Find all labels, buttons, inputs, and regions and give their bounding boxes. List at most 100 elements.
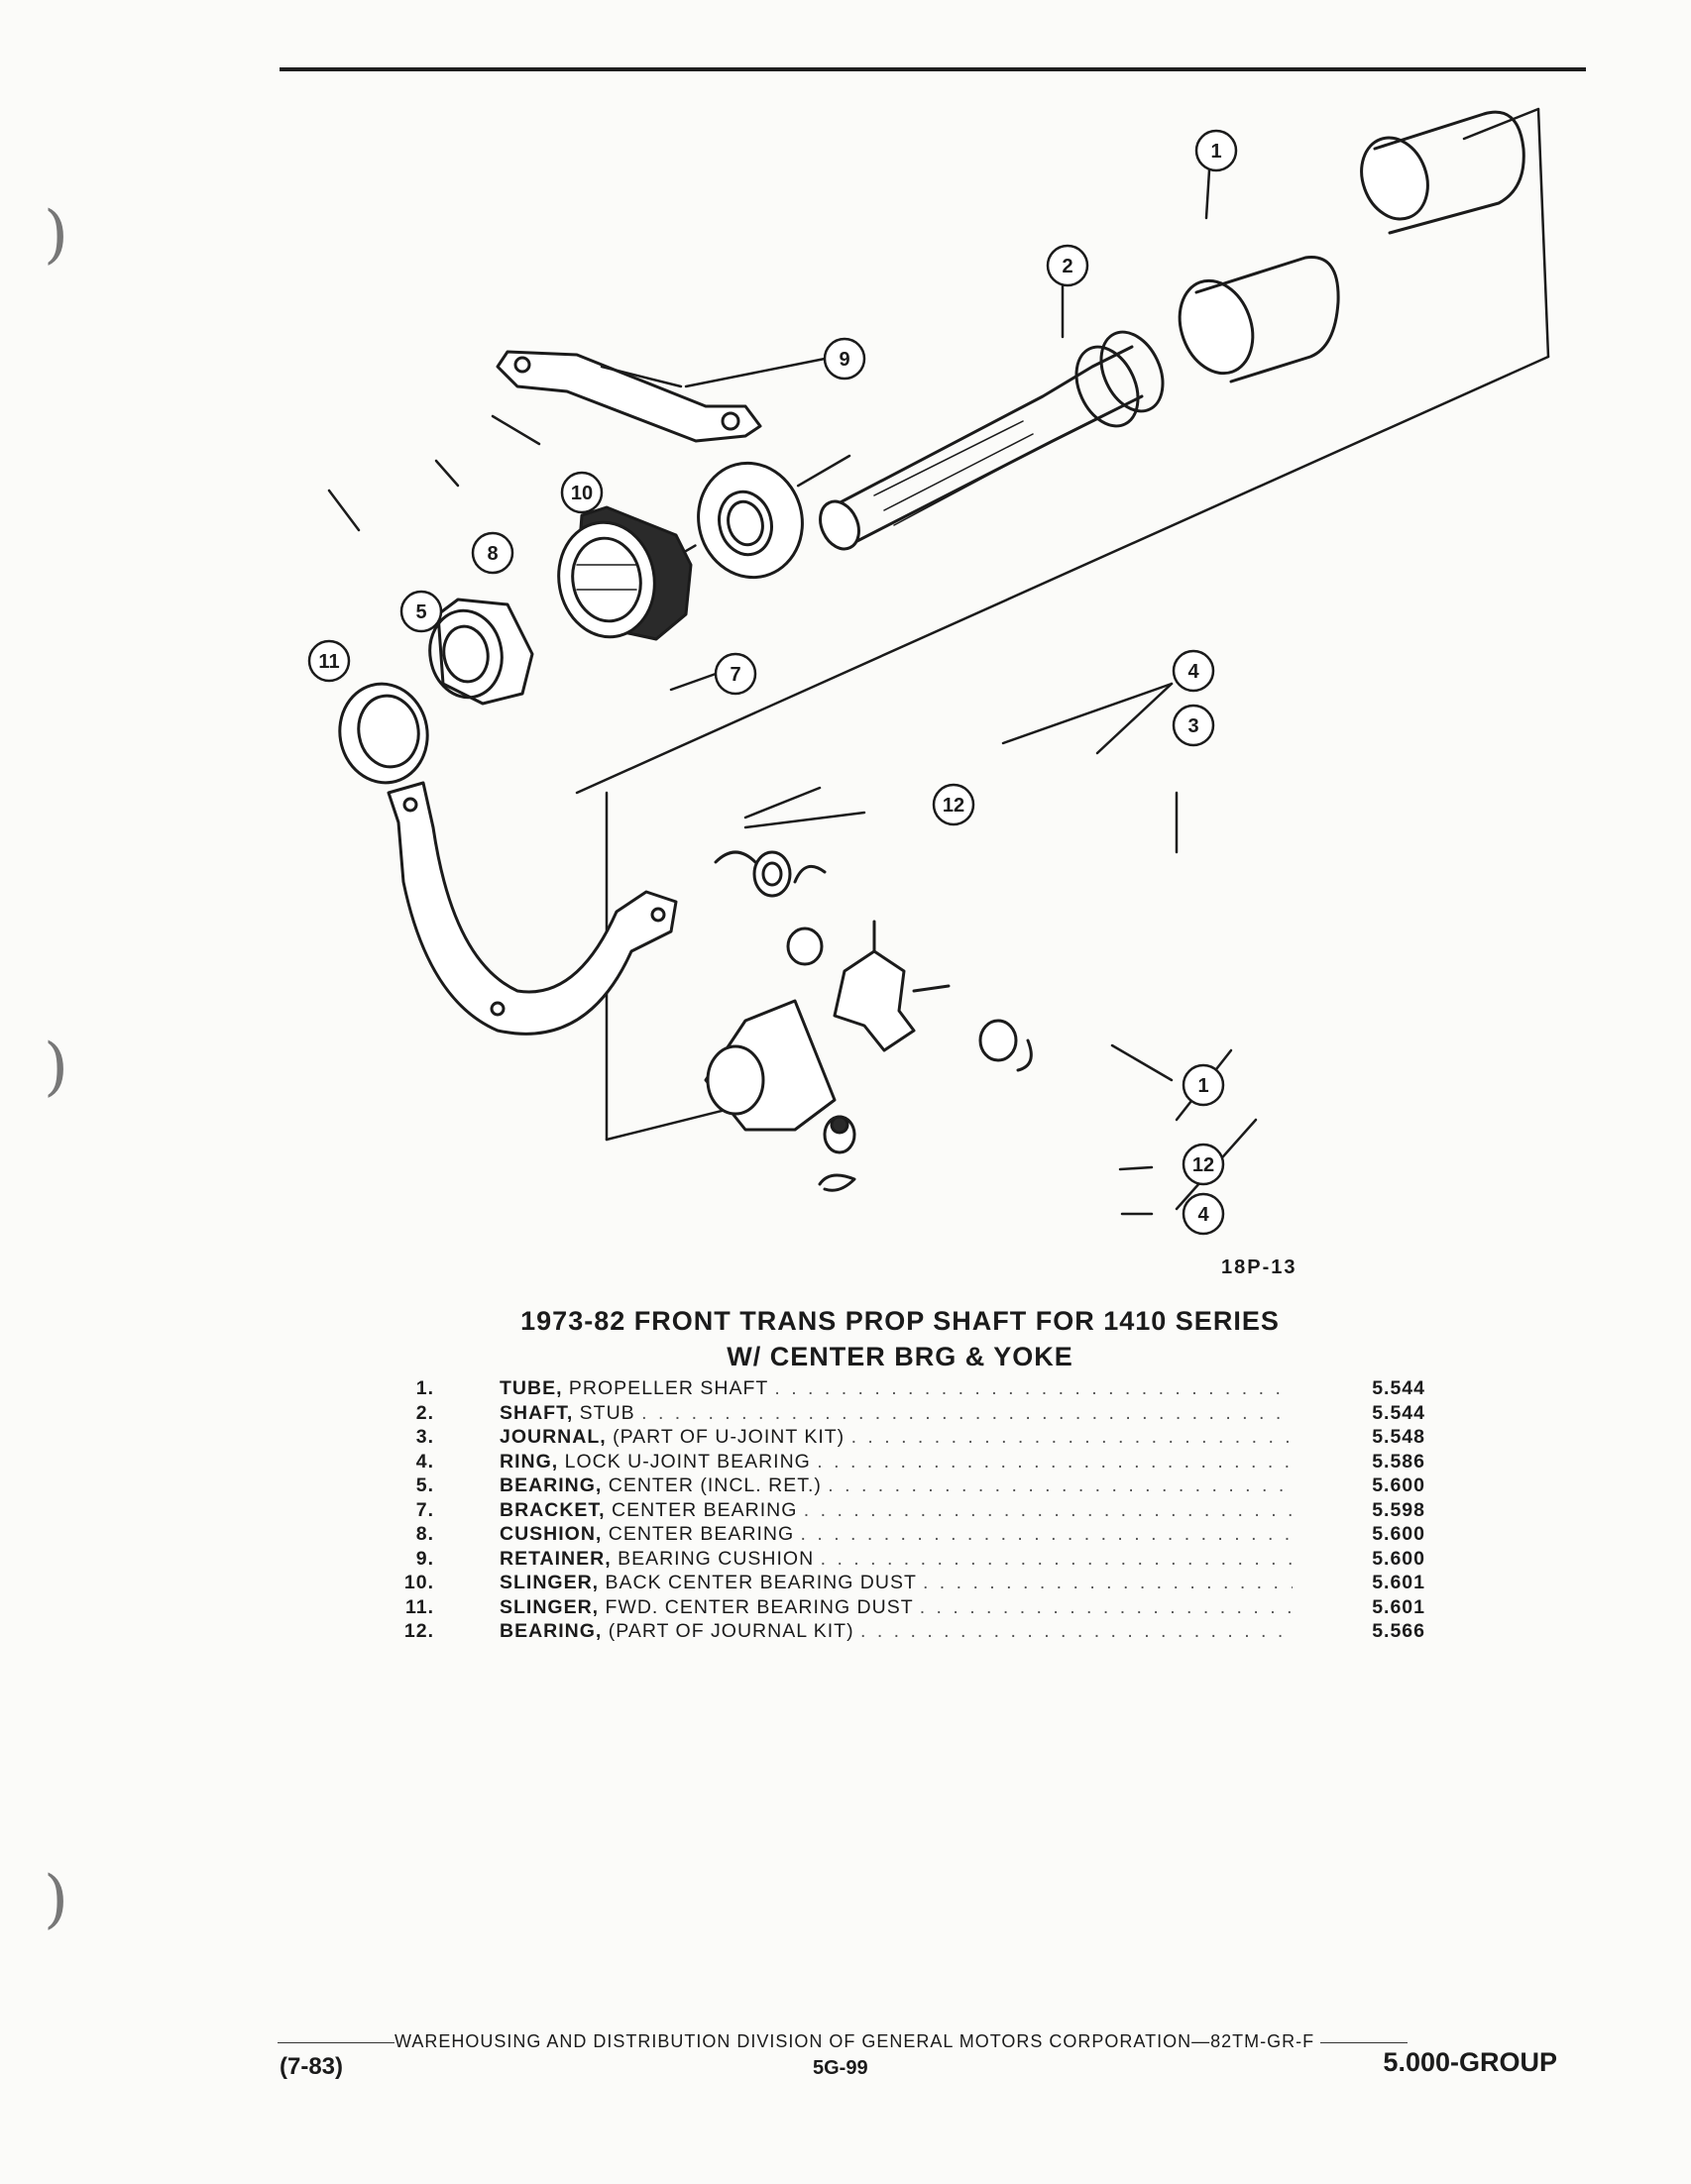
footer-division-line: WAREHOUSING AND DISTRIBUTION DIVISION OF… (278, 2031, 1590, 2052)
dot-leader: . . . . . . . . . . . . . . . . . . . . … (828, 1474, 1293, 1496)
part-name: SLINGER, (500, 1572, 600, 1593)
callout-label: 12 (943, 795, 964, 817)
parts-list-row: 9. RETAINER, BEARING CUSHION . . . . . . … (387, 1548, 1437, 1573)
part-group-number: 5.600 (1372, 1474, 1425, 1496)
part-group-number: 5.598 (1372, 1498, 1425, 1521)
part-number: 2. (415, 1401, 434, 1424)
part-description: BEARING, CENTER (INCL. RET.) . . . . . .… (500, 1474, 1293, 1497)
footer-rule-left (278, 2041, 395, 2043)
callout-label: 4 (1197, 1204, 1209, 1226)
parts-list-row: 12. BEARING, (PART OF JOURNAL KIT) . . . … (387, 1620, 1437, 1645)
part-name: SHAFT, (500, 1401, 574, 1424)
callout-label: 10 (571, 483, 593, 504)
part-name: SLINGER, (500, 1595, 600, 1618)
dot-leader: . . . . . . . . . . . . . . . . . . . . … (850, 1426, 1293, 1448)
part-detail: PROPELLER SHAFT (568, 1377, 768, 1399)
part-number: 10. (403, 1572, 434, 1593)
part-detail: BEARING CUSHION (618, 1547, 815, 1570)
dot-leader: . . . . . . . . . . . . . . . . . . . . … (803, 1498, 1293, 1521)
page-title-line-1: 1973-82 FRONT TRANS PROP SHAFT FOR 1410 … (520, 1306, 1280, 1336)
part-description: SHAFT, STUB . . . . . . . . . . . . . . … (500, 1402, 1293, 1425)
bearing-center (428, 598, 534, 706)
part-group-number: 5.566 (1372, 1620, 1425, 1642)
part-number: 9. (415, 1547, 434, 1570)
footer-division: WAREHOUSING AND DISTRIBUTION DIVISION OF… (395, 2031, 1315, 2051)
cushion-center-bearing (557, 505, 693, 641)
part-description: BEARING, (PART OF JOURNAL KIT) . . . . .… (500, 1620, 1293, 1643)
part-detail: BACK CENTER BEARING DUST (605, 1572, 917, 1593)
part-description: RING, LOCK U-JOINT BEARING . . . . . . .… (500, 1451, 1293, 1474)
footer-group: 5.000-GROUP (1383, 2047, 1557, 2077)
part-detail: CENTER (INCL. RET.) (608, 1474, 822, 1496)
callout-label: 12 (1192, 1154, 1214, 1176)
callout-label: 11 (318, 651, 339, 673)
dot-leader: . . . . . . . . . . . . . . . . . . . . … (800, 1523, 1293, 1545)
part-number: 1. (415, 1377, 434, 1399)
parts-list-row: 1. TUBE, PROPELLER SHAFT . . . . . . . . … (387, 1377, 1437, 1402)
part-number: 8. (415, 1523, 434, 1545)
part-description: JOURNAL, (PART OF U-JOINT KIT) . . . . .… (500, 1426, 1293, 1449)
dot-leader: . . . . . . . . . . . . . . . . . . . . … (860, 1620, 1293, 1642)
parts-list-row: 7. BRACKET, CENTER BEARING . . . . . . . … (387, 1499, 1437, 1524)
part-group-number: 5.601 (1372, 1572, 1425, 1593)
part-group-number: 5.544 (1372, 1401, 1425, 1424)
part-group-number: 5.586 (1372, 1450, 1425, 1473)
part-name: TUBE, (500, 1377, 563, 1399)
parts-list-row: 5.BEARING, CENTER (INCL. RET.) . . . . .… (387, 1474, 1437, 1499)
callout-label: 4 (1187, 661, 1199, 683)
part-group-number: 5.600 (1372, 1547, 1425, 1570)
binder-hole-mark: ) (44, 1863, 68, 1936)
part-detail: CENTER BEARING (608, 1523, 795, 1545)
figure-code: 18P-13 (1221, 1256, 1297, 1278)
part-detail: CENTER BEARING (612, 1498, 798, 1521)
dot-leader: . . . . . . . . . . . . . . . . . . . . … (774, 1377, 1293, 1399)
part-description: CUSHION, CENTER BEARING . . . . . . . . … (500, 1523, 1293, 1546)
slinger-forward (338, 682, 429, 785)
parts-list: 1. TUBE, PROPELLER SHAFT . . . . . . . . … (387, 1377, 1437, 1645)
page-title-line-2: W/ CENTER BRG & YOKE (727, 1342, 1073, 1371)
part-group-number: 5.600 (1372, 1523, 1425, 1545)
callout-label: 1 (1197, 1075, 1208, 1097)
dot-leader: . . . . . . . . . . . . . . . . . . . . … (641, 1401, 1293, 1424)
part-name: RETAINER, (500, 1547, 612, 1570)
part-description: RETAINER, BEARING CUSHION . . . . . . . … (500, 1548, 1293, 1571)
binder-hole-mark: ) (44, 1031, 68, 1104)
footer-rule-right (1320, 2041, 1409, 2043)
callout-circles (307, 129, 1238, 1236)
shaft-stub (819, 330, 1165, 551)
footer-page-number: 5G-99 (813, 2057, 868, 2079)
binder-hole-mark: ) (44, 198, 68, 272)
slinger-back (697, 461, 804, 580)
callout-label: 8 (487, 543, 498, 565)
callout-label: 2 (1062, 256, 1072, 277)
part-name: BEARING, (500, 1620, 603, 1642)
part-group-number: 5.548 (1372, 1426, 1425, 1448)
parts-list-row: 4.RING, LOCK U-JOINT BEARING . . . . . .… (387, 1451, 1437, 1475)
part-name: BEARING, (500, 1474, 603, 1496)
callout-label: 3 (1187, 715, 1198, 737)
tube-propeller-shaft (1178, 110, 1525, 383)
callout-label: 1 (1210, 141, 1221, 163)
part-name: JOURNAL, (500, 1426, 607, 1448)
footer-date: (7-83) (280, 2053, 344, 2080)
part-detail: LOCK U-JOINT BEARING (564, 1450, 811, 1473)
callout-label: 7 (730, 664, 740, 686)
part-detail: STUB (579, 1401, 635, 1424)
part-name: CUSHION, (500, 1523, 603, 1545)
parts-list-row: 3. JOURNAL, (PART OF U-JOINT KIT) . . . .… (387, 1426, 1437, 1451)
part-description: BRACKET, CENTER BEARING . . . . . . . . … (500, 1499, 1293, 1522)
dot-leader: . . . . . . . . . . . . . . . . . . . . … (919, 1595, 1293, 1618)
part-description: SLINGER, BACK CENTER BEARING DUST . . . … (500, 1572, 1293, 1594)
part-number: 12. (403, 1620, 434, 1642)
part-detail: FWD. CENTER BEARING DUST (605, 1595, 914, 1618)
dot-leader: . . . . . . . . . . . . . . . . . . . . … (817, 1450, 1293, 1473)
dot-leader: . . . . . . . . . . . . . . . . . . . . … (922, 1572, 1293, 1593)
part-number: 7. (415, 1498, 434, 1521)
parts-list-row: 10. SLINGER, BACK CENTER BEARING DUST . .… (387, 1572, 1437, 1596)
part-description: TUBE, PROPELLER SHAFT . . . . . . . . . … (500, 1377, 1293, 1400)
bracket-center-bearing (387, 781, 678, 1036)
top-rule (280, 67, 1586, 71)
part-number: 3. (415, 1426, 434, 1448)
